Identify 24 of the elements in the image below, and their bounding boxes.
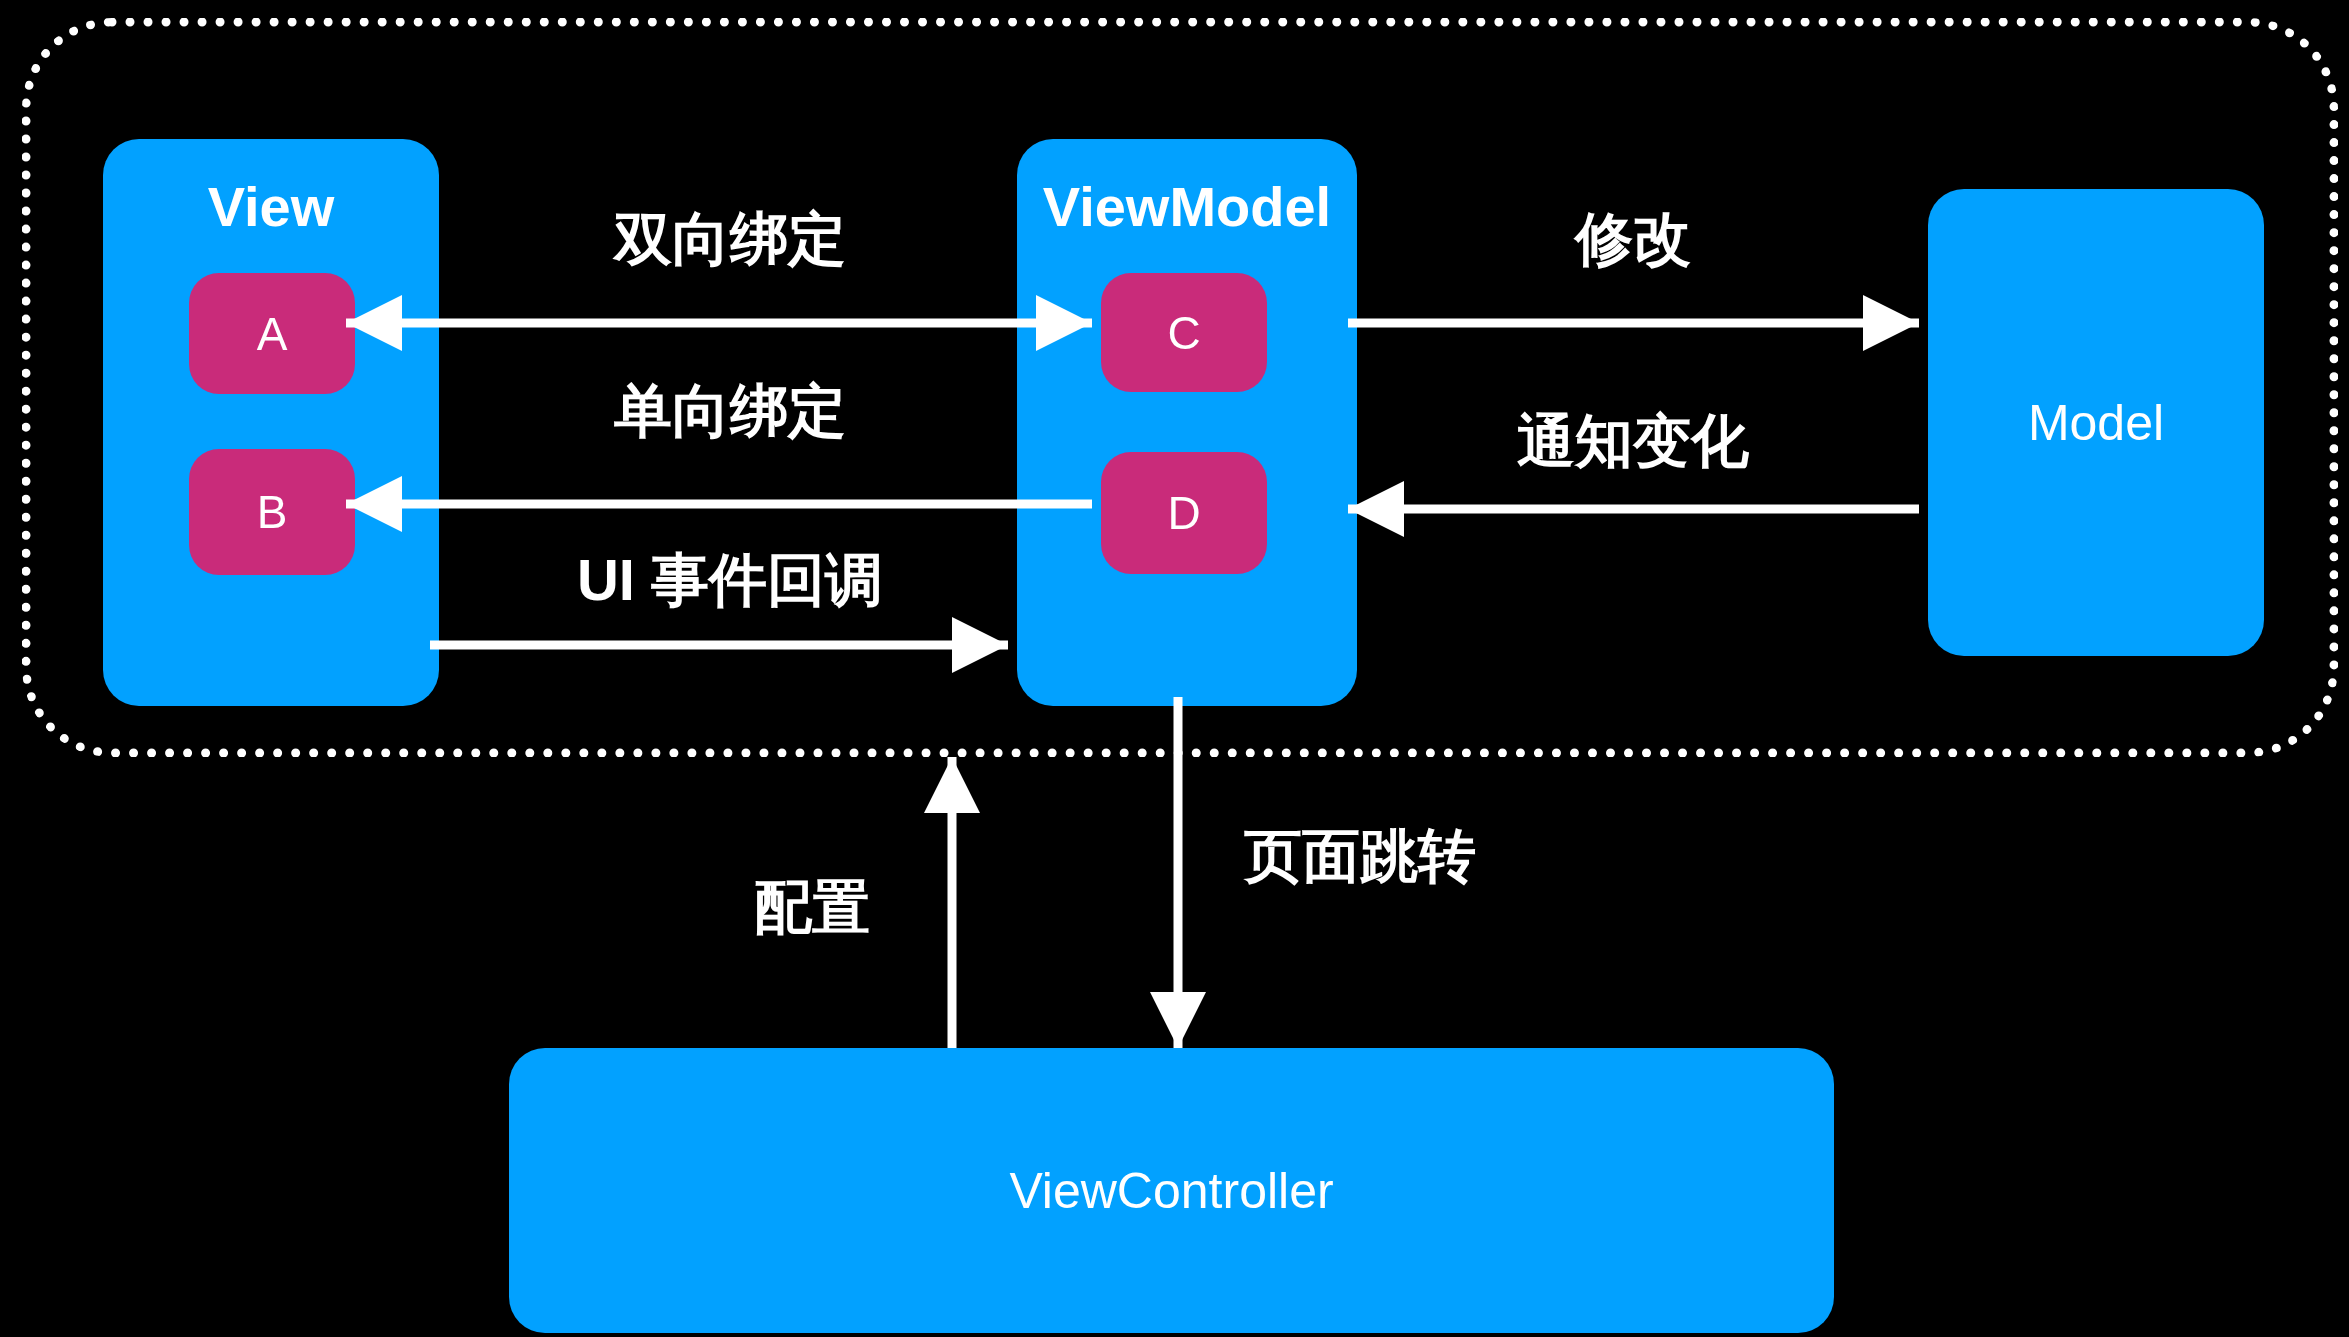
element-box: A	[189, 273, 355, 394]
arrow	[430, 617, 1008, 673]
edge-label: 通知变化	[1517, 407, 1749, 475]
edge-label: 页面跳转	[1244, 822, 1476, 890]
element-box: B	[189, 449, 355, 575]
edge-label: 双向绑定	[614, 205, 846, 273]
element-box: D	[1101, 452, 1267, 574]
component-box	[103, 139, 439, 706]
arrow	[1348, 295, 1919, 351]
edge-label: 单向绑定	[614, 377, 846, 445]
arrow	[924, 757, 980, 1048]
element-box: C	[1101, 273, 1267, 392]
box-title: ViewModel	[1041, 179, 1333, 235]
box-title: View	[206, 179, 336, 235]
component-box: Model	[1928, 189, 2264, 656]
edge-label: 修改	[1575, 205, 1691, 273]
component-box	[1017, 139, 1357, 706]
arrow	[346, 476, 1092, 532]
dotted-frame	[22, 18, 2338, 757]
component-box: ViewController	[509, 1048, 1834, 1333]
edge-label: UI 事件回调	[576, 546, 884, 614]
arrow	[1348, 481, 1919, 537]
arrow	[346, 295, 1092, 351]
edge-label: 配置	[754, 873, 870, 941]
